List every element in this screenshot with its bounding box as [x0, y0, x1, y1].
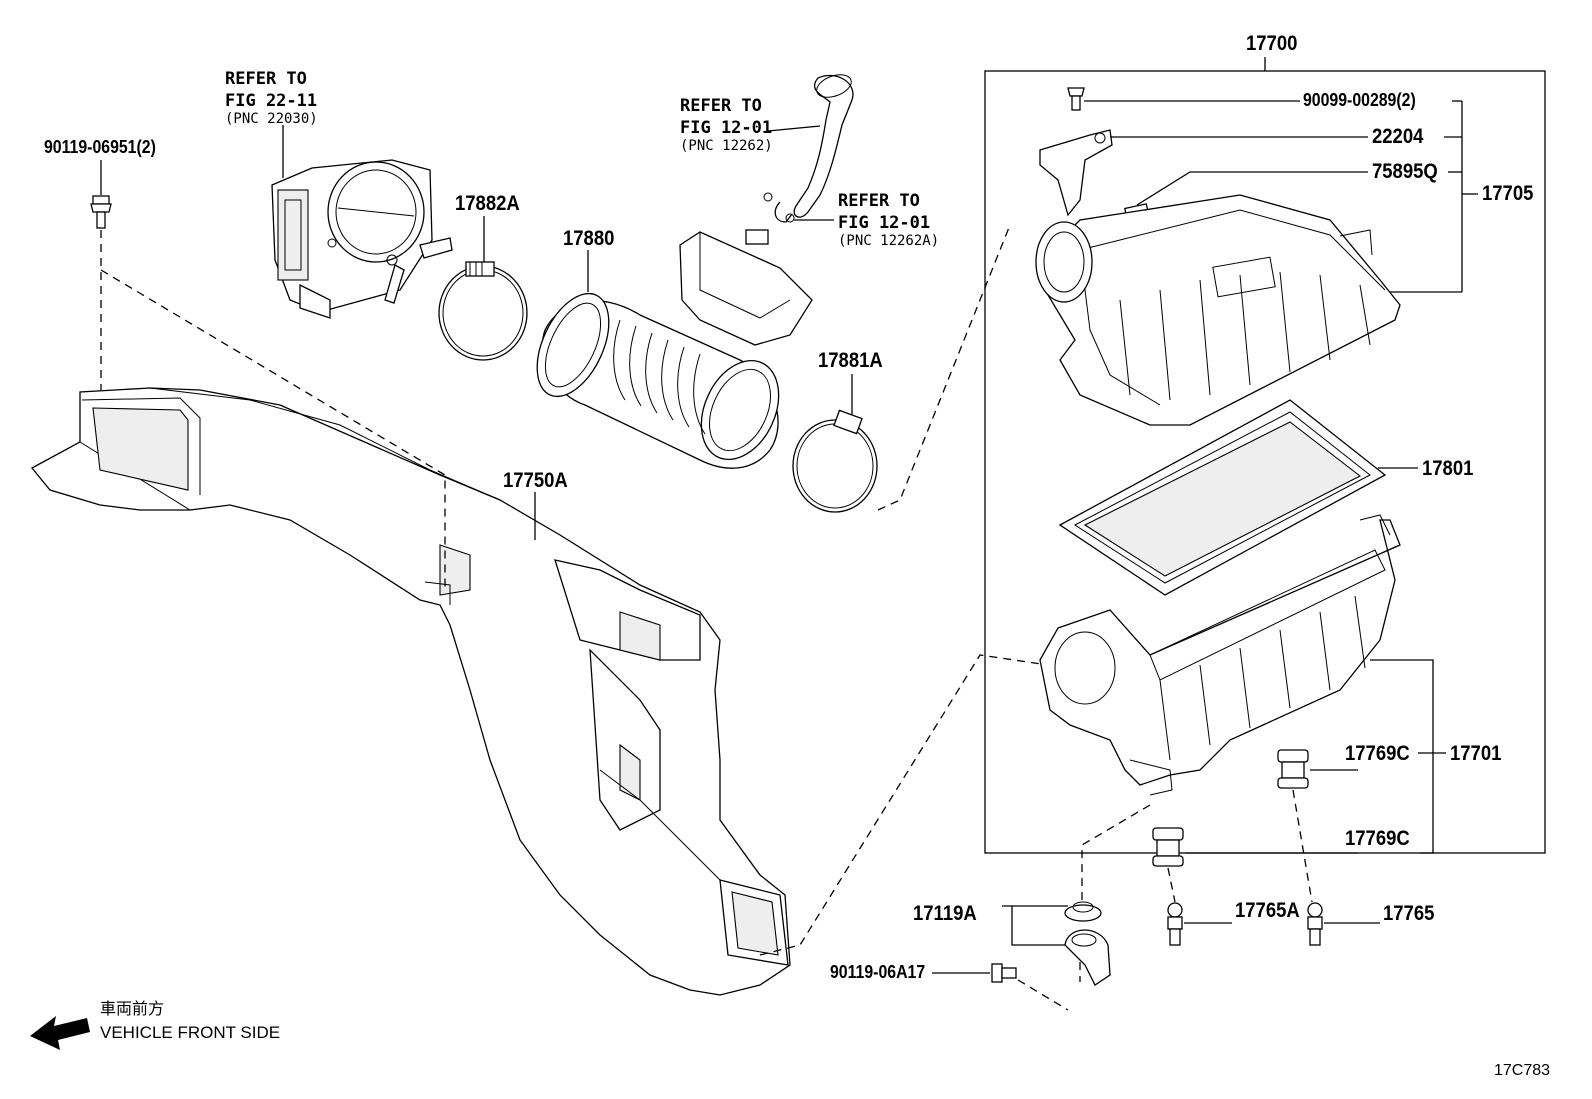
assembly-title-17700: 17700 [1246, 32, 1298, 55]
bolt-90119-06A17-shape [932, 963, 1069, 1011]
ref-hose2: REFER TO FIG 12-01 (PNC 12262A) [838, 190, 939, 248]
clamp-17881A-shape [792, 374, 878, 513]
dash-duct-to-cleaner [759, 654, 1049, 956]
breather-hose-shape [763, 74, 854, 223]
intake-hose-17880-shape [536, 229, 813, 469]
grommet-17769C-lower-shape [1152, 827, 1358, 903]
label-17882A: 17882A [455, 192, 520, 215]
right-leaders [1110, 100, 1478, 854]
bracket-17119A-shape [1002, 901, 1111, 986]
label-17750A: 17750A [503, 469, 568, 492]
label-22204: 22204 [1372, 125, 1424, 148]
grommet-17769C-upper-shape [1277, 749, 1358, 903]
bolt-90119-06951-shape [90, 160, 112, 390]
label-17801: 17801 [1422, 457, 1474, 480]
air-duct-17750A-shape [30, 387, 791, 996]
clamp-17882A-shape [438, 216, 528, 361]
filter-element-shape [1058, 399, 1387, 596]
ref-hose1-pnc: (PNC 12262) [680, 138, 773, 154]
direction-japanese: 車両前方 [100, 999, 165, 1018]
upper-case-shape [1035, 87, 1401, 426]
dash-bolt-to-duct [100, 269, 446, 590]
label-17769C-upper: 17769C [1345, 742, 1410, 765]
label-17701: 17701 [1450, 742, 1502, 765]
pin-17765A-shape [1167, 902, 1232, 946]
label-90099-00289: 90099-00289(2) [1303, 90, 1416, 110]
figure-id: 17C783 [1494, 1062, 1551, 1079]
ref-hose2-line1: REFER TO [838, 191, 920, 211]
ref-throttle: REFER TO FIG 22-11 (PNC 22030) [225, 68, 318, 126]
label-17705: 17705 [1482, 182, 1534, 205]
label-90119-06A17: 90119-06A17 [830, 962, 926, 982]
label-17119A: 17119A [913, 902, 977, 925]
label-17765: 17765 [1383, 902, 1435, 925]
throttle-body-shape [271, 125, 453, 319]
label-17765A: 17765A [1235, 899, 1300, 922]
dash-case-to-bracket [1081, 804, 1151, 910]
dash-17881A-to-cleaner [877, 224, 1011, 511]
label-75895Q: 75895Q [1372, 160, 1438, 183]
label-17881A: 17881A [818, 349, 883, 372]
lower-case-shape [1039, 514, 1401, 796]
ref-throttle-line2: FIG 22-11 [225, 91, 318, 111]
ref-hose1: REFER TO FIG 12-01 (PNC 12262) [680, 95, 773, 153]
ref-hose1-line2: FIG 12-01 [680, 118, 773, 138]
front-direction-arrow-icon [30, 1016, 90, 1050]
ref-throttle-pnc: (PNC 22030) [225, 111, 318, 127]
label-17769C-lower: 17769C [1345, 827, 1410, 850]
label-90119-06951: 90119-06951(2) [44, 137, 156, 157]
pin-17765-shape [1307, 902, 1380, 946]
ref-hose2-pnc: (PNC 12262A) [838, 233, 940, 249]
ref-throttle-line1: REFER TO [225, 69, 307, 89]
label-17880: 17880 [563, 227, 615, 250]
direction-english: VEHICLE FRONT SIDE [100, 1023, 281, 1042]
ref-hose2-line2: FIG 12-01 [838, 213, 931, 233]
ref-hose1-line1: REFER TO [680, 96, 762, 116]
